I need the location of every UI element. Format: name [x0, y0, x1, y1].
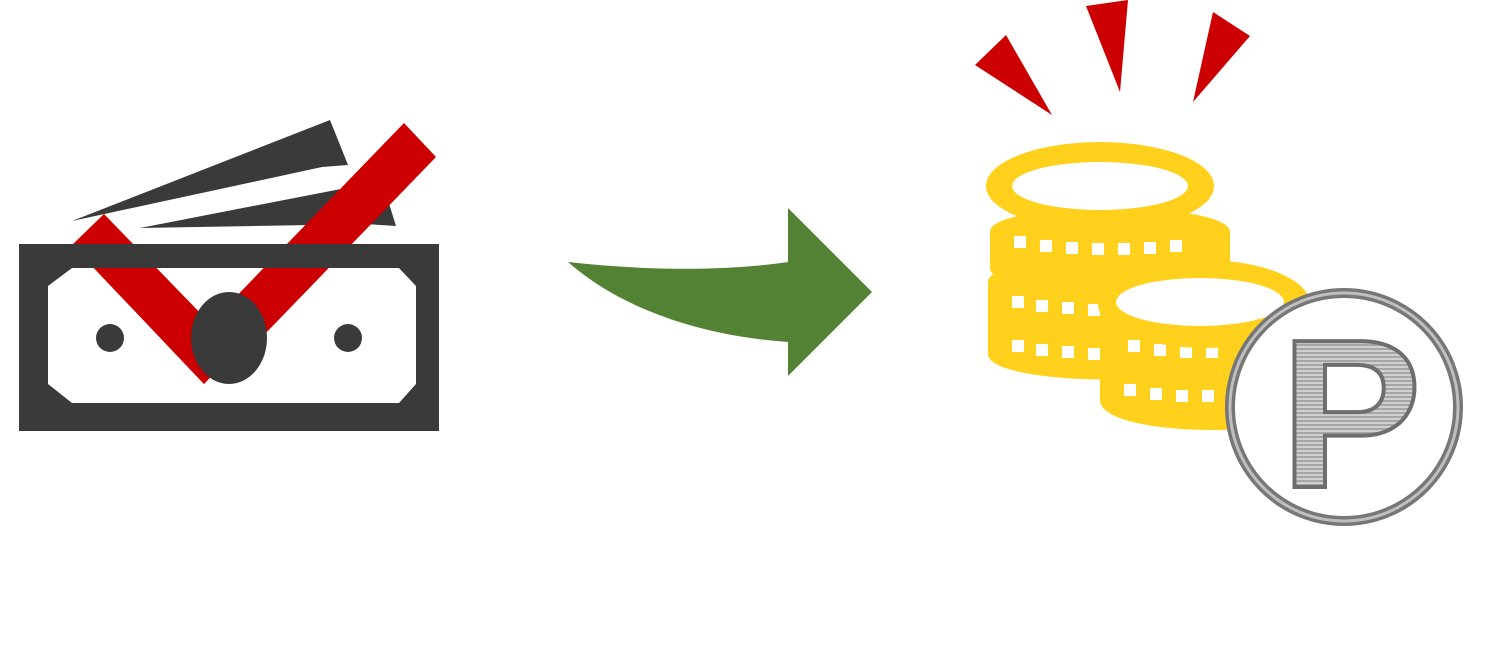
- banknote-left-dot: [96, 324, 124, 352]
- sparkle-left: [975, 35, 1052, 115]
- coin-left-top: [986, 142, 1214, 230]
- points-badge-icon: P: [1225, 288, 1463, 534]
- curved-arrow-right-icon: [568, 208, 872, 376]
- sparkle-right: [1193, 12, 1250, 102]
- banknote-back-bill-1: [72, 120, 348, 221]
- banknote-icon: [19, 120, 439, 431]
- sparkle-lines-icon: [975, 0, 1250, 115]
- banknote-center-medallion: [191, 292, 267, 384]
- banknote-body: [19, 244, 439, 431]
- points-badge-letter: P: [1280, 295, 1421, 532]
- banknote-right-dot: [334, 324, 362, 352]
- sparkle-center: [1086, 0, 1128, 92]
